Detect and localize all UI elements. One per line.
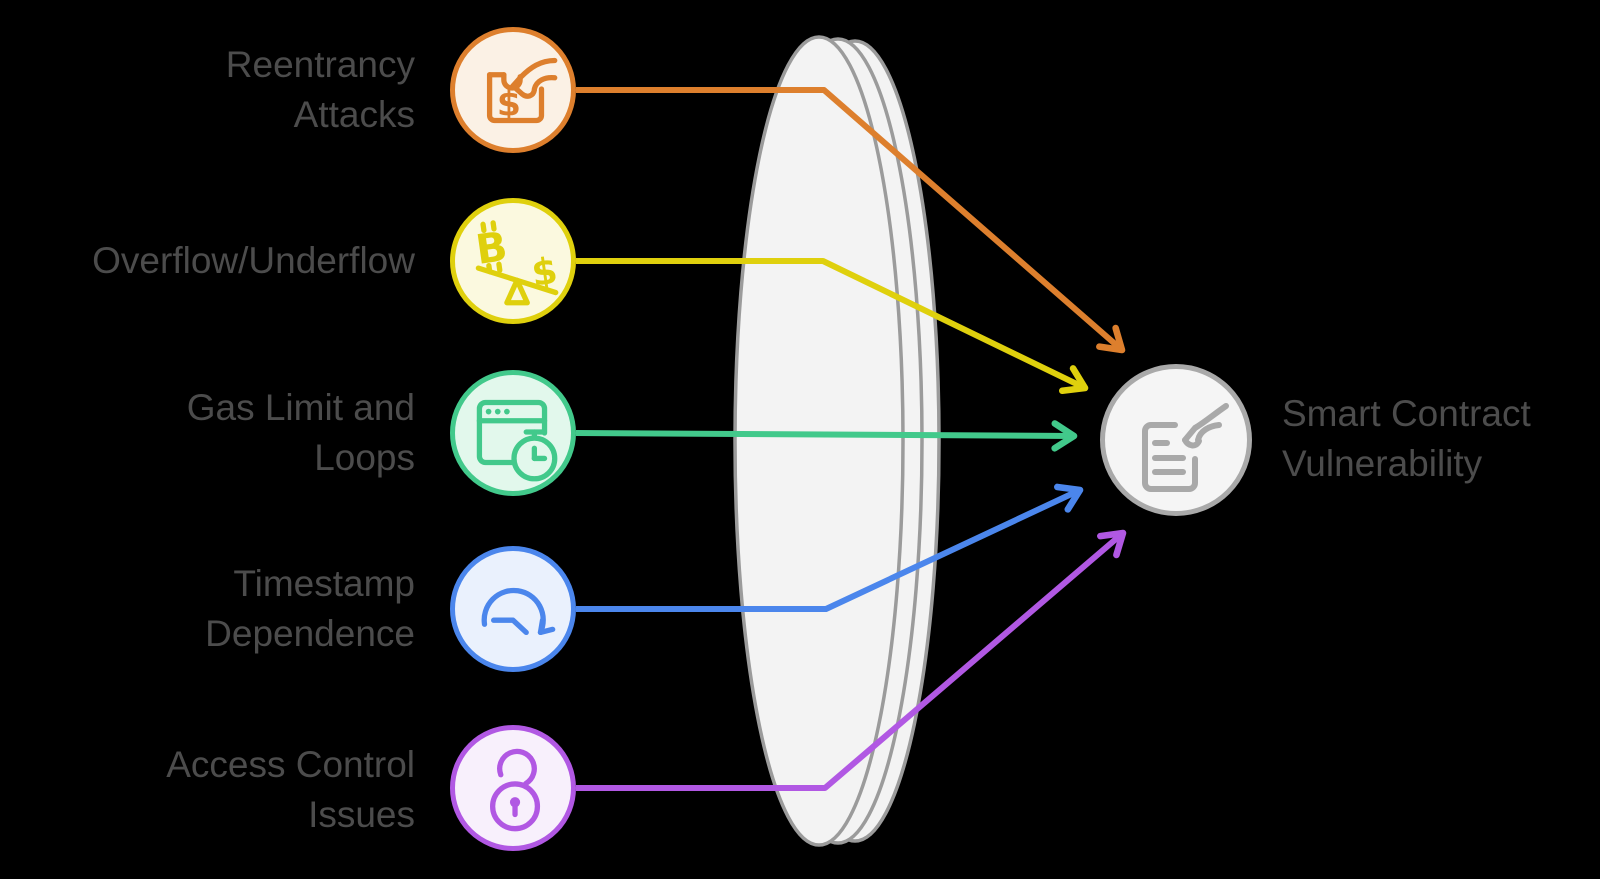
funnel-lens <box>733 35 941 847</box>
arrow-reentrancy <box>576 87 1126 354</box>
label-line: Smart Contract <box>1282 393 1531 434</box>
svg-text:B: B <box>473 222 510 274</box>
browser-stopwatch-icon <box>476 399 558 482</box>
cause-label-timestamp: Timestamp Dependence <box>205 559 415 659</box>
arrow-access-control <box>576 529 1127 791</box>
open-padlock-icon <box>490 748 541 832</box>
cause-node-timestamp <box>450 546 576 672</box>
cause-node-gas-limit <box>450 370 576 496</box>
cause-node-access-control <box>450 725 576 851</box>
label-line: Issues <box>308 794 415 835</box>
arrow-overflow <box>576 258 1089 395</box>
cause-label-reentrancy: Reentrancy Attacks <box>226 40 415 140</box>
label-line: Loops <box>314 437 415 478</box>
arrow-timestamp <box>576 483 1084 612</box>
label-line: Access Control <box>166 744 415 785</box>
cause-node-overflow: B $ <box>450 198 576 324</box>
svg-text:$: $ <box>529 249 560 295</box>
effect-node-smart-contract <box>1100 364 1252 516</box>
label-line: Gas Limit and <box>186 387 415 428</box>
cause-label-overflow: Overflow/Underflow <box>92 236 415 286</box>
wallet-hand-icon: $ <box>486 57 558 124</box>
cause-label-gas-limit: Gas Limit and Loops <box>187 383 415 483</box>
history-clock-icon <box>481 587 556 636</box>
label-line: Vulnerability <box>1282 443 1483 484</box>
seesaw-balance-icon: B $ <box>473 220 560 306</box>
arrow-gas-limit <box>575 420 1078 452</box>
cause-node-reentrancy: $ <box>450 27 576 153</box>
document-hand-icon <box>1142 403 1229 492</box>
label-line: Timestamp <box>233 563 415 604</box>
cause-label-access-control: Access Control Issues <box>166 740 415 840</box>
label-line: Dependence <box>205 613 415 654</box>
label-line: Reentrancy <box>225 44 415 85</box>
label-line: Attacks <box>293 94 415 135</box>
effect-label-smart-contract-vulnerability: Smart Contract Vulnerability <box>1282 389 1531 489</box>
label-line: Overflow/Underflow <box>92 240 415 281</box>
